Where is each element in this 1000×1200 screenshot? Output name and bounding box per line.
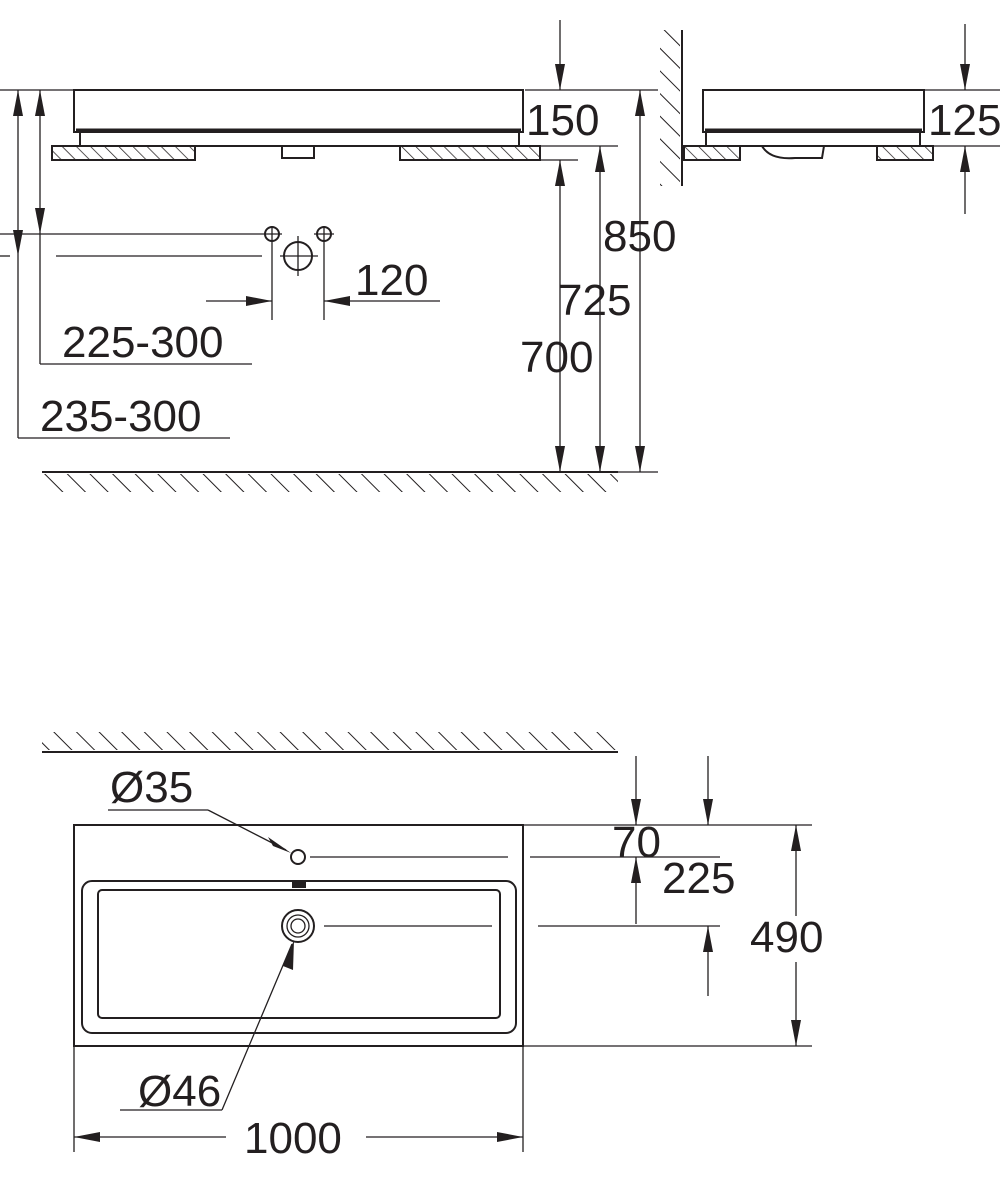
side-slab-left bbox=[683, 145, 741, 161]
basin-side-base bbox=[705, 131, 921, 147]
arrow-125-top bbox=[960, 64, 970, 90]
arrow-1000-left bbox=[74, 1132, 100, 1142]
side-drain-trap bbox=[761, 145, 825, 160]
dim-label-70: 70 bbox=[612, 818, 661, 867]
arrow-1000-right bbox=[497, 1132, 523, 1142]
dim-label-225: 225 bbox=[662, 854, 735, 903]
arrow-235-bottom bbox=[13, 230, 23, 256]
basin-side-body bbox=[702, 89, 925, 133]
dim-label-490: 490 bbox=[750, 913, 823, 962]
dim-label-125: 125 bbox=[928, 96, 1000, 145]
dim-label-150: 150 bbox=[526, 96, 599, 145]
arrow-70-bottom bbox=[631, 857, 641, 883]
drain-stub bbox=[281, 145, 315, 159]
overflow-slot bbox=[292, 882, 306, 888]
arrow-225-plan-bottom bbox=[703, 926, 713, 952]
dim-label-1000: 1000 bbox=[244, 1114, 342, 1163]
dim-label-d46: Ø46 bbox=[138, 1067, 221, 1116]
arrow-150-top bbox=[555, 64, 565, 90]
basin-front-body bbox=[73, 89, 524, 133]
arrow-225-bottom bbox=[35, 208, 45, 234]
dim-label-725: 725 bbox=[558, 276, 631, 325]
support-slab-left bbox=[51, 145, 196, 161]
dim-label-850: 850 bbox=[603, 212, 676, 261]
dim-label-d35: Ø35 bbox=[110, 763, 193, 812]
arrow-850-top bbox=[635, 90, 645, 116]
arrow-700-top bbox=[555, 160, 565, 186]
side-elevation: 125 bbox=[660, 24, 1000, 214]
arrow-725-bottom bbox=[595, 446, 605, 472]
arrow-120-right bbox=[324, 296, 350, 306]
dim-label-120: 120 bbox=[355, 256, 428, 305]
basin-plan-bowl-outer bbox=[81, 880, 517, 1034]
plan-view: Ø35 Ø46 70 225 490 1000 bbox=[42, 732, 823, 1163]
arrow-490-bottom bbox=[791, 1020, 801, 1046]
arrow-70-top bbox=[631, 799, 641, 825]
arrow-125-bottom bbox=[960, 146, 970, 172]
front-elevation: 150 850 725 700 120 225-300 bbox=[0, 20, 676, 492]
side-slab-right bbox=[876, 145, 934, 161]
arrow-d46-leader bbox=[283, 940, 294, 970]
arrow-225-top bbox=[35, 90, 45, 116]
arrow-235-top bbox=[13, 90, 23, 116]
wall-hatch bbox=[660, 30, 680, 186]
arrow-490-top bbox=[791, 825, 801, 851]
basin-plan-bowl-inner bbox=[97, 889, 501, 1019]
floor-hatch bbox=[42, 474, 618, 492]
dim-label-700: 700 bbox=[520, 333, 593, 382]
support-slab-right bbox=[399, 145, 541, 161]
arrow-700-bottom bbox=[555, 446, 565, 472]
arrow-225-plan-top bbox=[703, 799, 713, 825]
arrow-725-top bbox=[595, 146, 605, 172]
plan-wall-hatch bbox=[42, 732, 618, 750]
dim-label-225-300: 225-300 bbox=[62, 318, 223, 367]
arrow-d35-leader bbox=[268, 837, 291, 853]
dim-label-235-300: 235-300 bbox=[40, 392, 201, 441]
arrow-850-bottom bbox=[635, 446, 645, 472]
tap-hole-icon bbox=[290, 849, 306, 865]
basin-front-base bbox=[79, 131, 520, 147]
arrow-120-left bbox=[246, 296, 272, 306]
